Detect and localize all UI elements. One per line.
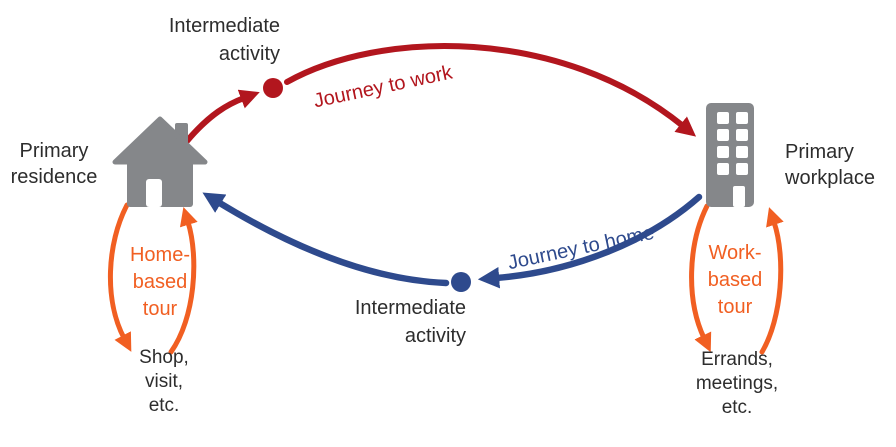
journey-to-home-path-work-to-stop [477, 193, 703, 289]
work-tour-arrow-down [689, 203, 712, 353]
building-windows [717, 112, 748, 175]
red-intermediate-dot [263, 78, 283, 98]
work-tour-examples-label: Errands, meetings, etc. [695, 349, 779, 418]
building-icon [706, 103, 754, 207]
primary-residence-label: Primary residence [10, 140, 98, 188]
home-tour-examples-label: Shop, visit, etc. [139, 347, 189, 416]
journey-to-work-path-house-to-stop [184, 89, 260, 144]
home-tour-arrow-up [168, 206, 198, 355]
journey-to-home-path-stop-to-house [202, 192, 450, 287]
blue-intermediate-dot [451, 272, 471, 292]
work-based-tour-label: Work- based tour [707, 242, 763, 318]
intermediate-activity-bottom-label: Intermediate activity [354, 297, 466, 347]
primary-workplace-label: Primary workplace [785, 141, 876, 189]
home-tour-arrow-down [108, 202, 132, 352]
house-door [146, 179, 162, 207]
home-based-tour-label: Home- based tour [129, 244, 191, 320]
journey-to-work-path-stop-to-work [284, 43, 697, 137]
intermediate-activity-top-label: Intermediate activity [168, 15, 280, 65]
house-icon [112, 116, 208, 207]
work-tour-arrow-up [759, 207, 784, 355]
building-door [733, 186, 745, 207]
